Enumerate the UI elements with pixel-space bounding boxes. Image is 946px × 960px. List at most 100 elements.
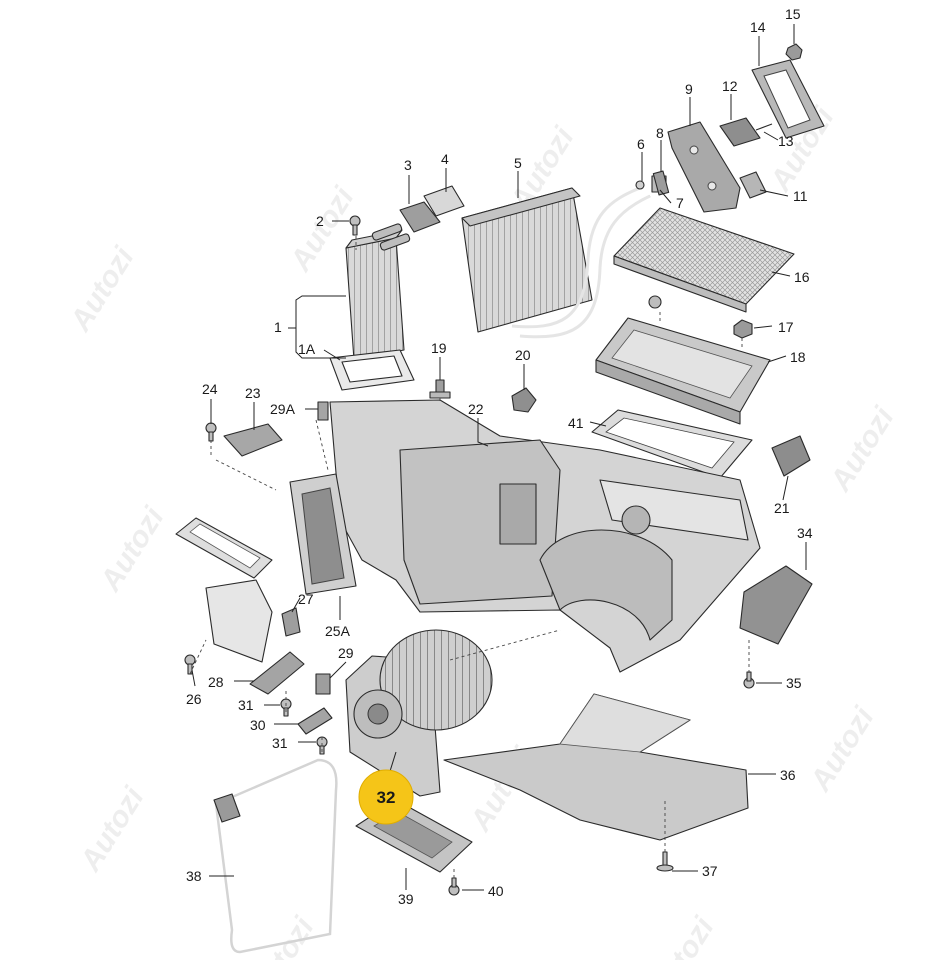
label-40: 40 bbox=[488, 883, 504, 899]
watermark-text: Autozi bbox=[74, 781, 151, 878]
label-27: 27 bbox=[298, 591, 314, 607]
plate-hole bbox=[707, 181, 717, 191]
label-28: 28 bbox=[208, 674, 224, 690]
label-16: 16 bbox=[794, 269, 810, 285]
screw-part-40 bbox=[448, 877, 460, 896]
label-24: 24 bbox=[202, 381, 218, 397]
label-7: 7 bbox=[676, 195, 684, 211]
seal-loop-clip bbox=[213, 793, 241, 823]
seal-loop-part-38 bbox=[215, 759, 337, 953]
label-26: 26 bbox=[186, 691, 202, 707]
label-15: 15 bbox=[785, 6, 801, 22]
flange-part-8 bbox=[652, 170, 670, 196]
seal-frame-left-opening bbox=[189, 523, 261, 569]
flap-motor-part-21 bbox=[771, 435, 811, 477]
seal-loop-part-38-inner bbox=[214, 758, 338, 954]
expansion-valve-plate-part-9 bbox=[667, 121, 741, 213]
label-34: 34 bbox=[797, 525, 813, 541]
screw-part-24 bbox=[205, 422, 217, 442]
label-17: 17 bbox=[778, 319, 794, 335]
refrigerant-pipe-2-inner bbox=[519, 194, 651, 339]
label-6: 6 bbox=[637, 136, 645, 152]
evaporator-part bbox=[461, 187, 593, 333]
part-labels: 1 1A 2 3 4 5 6 7 8 9 11 12 13 14 15 16 1… bbox=[186, 6, 813, 907]
seal-frame-41-opening bbox=[605, 417, 735, 469]
label-11: 11 bbox=[793, 188, 808, 204]
watermark-text: Autozi bbox=[824, 401, 901, 498]
actuator-part-20 bbox=[511, 387, 537, 413]
highlight-marker[interactable]: 32 bbox=[358, 769, 414, 825]
pin-part-29A bbox=[317, 401, 329, 421]
duct-connector-part-25A bbox=[289, 473, 357, 595]
label-8: 8 bbox=[656, 125, 664, 141]
gasket-frame-opening bbox=[763, 69, 811, 129]
screw-part-26 bbox=[184, 654, 196, 675]
highlight-circle[interactable] bbox=[358, 769, 414, 825]
watermark-text: Autozi bbox=[244, 911, 321, 960]
side-cover bbox=[205, 579, 273, 663]
refrigerant-pipe-inner bbox=[511, 186, 641, 329]
label-3: 3 bbox=[404, 157, 412, 173]
label-29A: 29A bbox=[270, 401, 296, 417]
control-module-part-34 bbox=[739, 565, 813, 645]
flange-part-4 bbox=[423, 185, 465, 217]
clip-part-11 bbox=[739, 171, 767, 199]
label-21: 21 bbox=[774, 500, 790, 516]
valve-block-part-12 bbox=[719, 117, 761, 147]
nut-part-15 bbox=[785, 43, 803, 61]
label-23: 23 bbox=[245, 385, 261, 401]
bushing-part-29 bbox=[315, 673, 331, 695]
label-29: 29 bbox=[338, 645, 354, 661]
filter-housing-part bbox=[595, 317, 771, 425]
label-22: 22 bbox=[468, 401, 484, 417]
lever-part-30 bbox=[297, 707, 333, 735]
lever-part-28 bbox=[249, 651, 305, 695]
heater-core-part bbox=[345, 223, 411, 361]
label-35: 35 bbox=[786, 675, 802, 691]
bushing-part-27 bbox=[281, 607, 301, 637]
watermark-text: Autozi bbox=[64, 241, 141, 338]
label-36: 36 bbox=[780, 767, 796, 783]
label-14: 14 bbox=[750, 19, 766, 35]
screw-part-31a bbox=[280, 698, 292, 717]
label-4: 4 bbox=[441, 151, 449, 167]
label-41: 41 bbox=[568, 415, 584, 431]
label-12: 12 bbox=[722, 78, 738, 94]
label-5: 5 bbox=[514, 155, 522, 171]
leader-lines bbox=[191, 24, 807, 891]
label-1: 1 bbox=[274, 319, 282, 335]
label-18: 18 bbox=[790, 349, 806, 365]
bracket-part-23 bbox=[223, 423, 283, 457]
label-30: 30 bbox=[250, 717, 266, 733]
alignment-lines bbox=[189, 236, 750, 878]
heater-core-seal-inner bbox=[341, 355, 403, 383]
watermark-text: Autozi bbox=[804, 701, 881, 798]
label-20: 20 bbox=[515, 347, 531, 363]
label-31a: 31 bbox=[238, 697, 254, 713]
nut-part-17 bbox=[733, 319, 753, 339]
plate-hole bbox=[689, 145, 699, 155]
label-13: 13 bbox=[778, 133, 794, 149]
highlight-label: 32 bbox=[377, 788, 396, 807]
watermark-text: Autozi bbox=[94, 501, 171, 598]
label-38: 38 bbox=[186, 868, 202, 884]
label-1A: 1A bbox=[298, 341, 316, 357]
screw-part-2 bbox=[349, 215, 361, 236]
cabin-filter-part bbox=[613, 207, 795, 313]
screw-part-35 bbox=[743, 671, 755, 689]
label-37: 37 bbox=[702, 863, 718, 879]
label-25A: 25A bbox=[325, 623, 351, 639]
sensor-part-19 bbox=[429, 379, 451, 399]
watermark-text: Autozi bbox=[644, 911, 721, 960]
screw-part-37 bbox=[656, 851, 674, 872]
label-39: 39 bbox=[398, 891, 414, 907]
screw-part-13 bbox=[755, 123, 773, 131]
label-31b: 31 bbox=[272, 735, 288, 751]
gasket-part-3 bbox=[399, 201, 441, 233]
label-19: 19 bbox=[431, 340, 447, 356]
ac-housing-part bbox=[329, 399, 761, 673]
blower-motor-part bbox=[345, 629, 493, 797]
o-ring-part-6 bbox=[635, 180, 645, 190]
